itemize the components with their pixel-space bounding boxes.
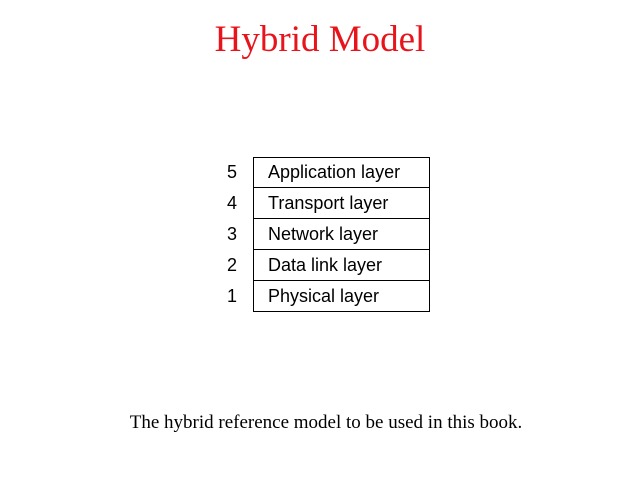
layer-row-3: 3 Network layer xyxy=(220,219,430,250)
layer-box-network: Network layer xyxy=(253,219,430,250)
layer-row-4: 4 Transport layer xyxy=(220,188,430,219)
layer-row-5: 5 Application layer xyxy=(220,157,430,188)
layer-number: 1 xyxy=(226,286,237,306)
layer-box-data-link: Data link layer xyxy=(253,250,430,281)
figure-caption: The hybrid reference model to be used in… xyxy=(129,412,523,433)
layer-row-1: 1 Physical layer xyxy=(220,281,430,312)
layer-box-physical: Physical layer xyxy=(253,281,430,312)
layer-number: 5 xyxy=(226,162,237,182)
layer-box-transport: Transport layer xyxy=(253,188,430,219)
layer-row-2: 2 Data link layer xyxy=(220,250,430,281)
layer-number: 4 xyxy=(226,193,237,213)
layer-box-application: Application layer xyxy=(253,157,430,188)
layer-stack-diagram: 5 Application layer 4 Transport layer 3 … xyxy=(220,157,430,313)
layer-number: 3 xyxy=(226,224,237,244)
layer-number: 2 xyxy=(226,255,237,275)
slide-title: Hybrid Model xyxy=(214,19,426,60)
